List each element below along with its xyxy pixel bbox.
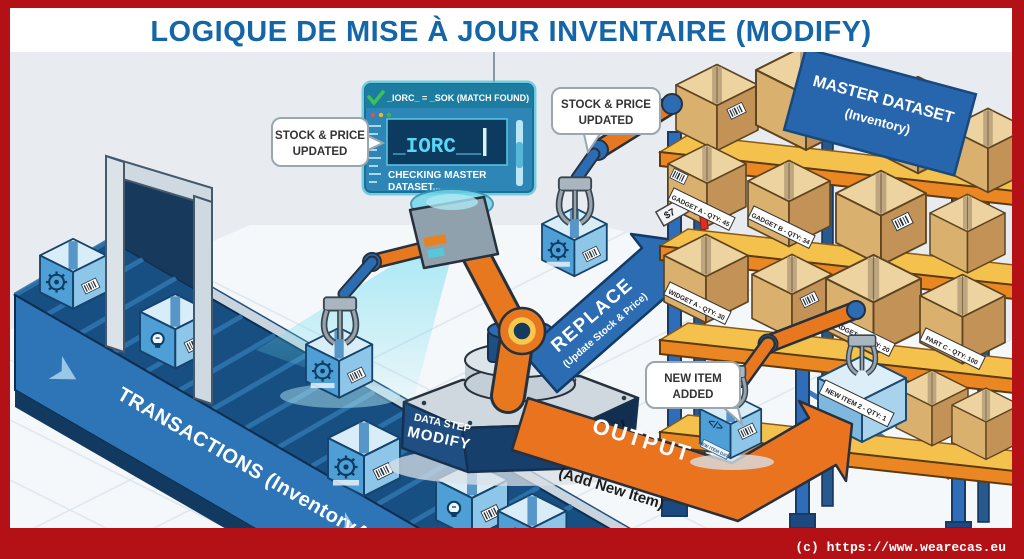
checkmark-icon xyxy=(367,90,385,106)
monitor: _IORC_ = _SOK (MATCH FOUND) _IORC__ CHEC… xyxy=(361,80,537,196)
conveyor-side-panel xyxy=(14,293,421,528)
scene: TRANSACTIONS (InventoryAdd) xyxy=(10,52,1012,528)
bubble-stock-price-left: STOCK & PRICE UPDATED xyxy=(271,117,386,167)
robot-arm xyxy=(256,188,547,414)
bubble-text: NEW ITEM xyxy=(664,373,722,385)
monitor-header xyxy=(365,84,533,108)
page-title: LOGIQUE DE MISE À JOUR INVENTAIRE (MODIF… xyxy=(150,14,871,48)
title-band xyxy=(10,8,1012,52)
transaction-box xyxy=(327,419,401,497)
bottom-right-robot-arm xyxy=(734,300,876,388)
bubble-text: ADDED xyxy=(673,389,714,401)
updated-box xyxy=(541,206,608,278)
scanner-head xyxy=(408,188,500,270)
gear-icon xyxy=(44,270,69,294)
bubble-text: STOCK & PRICE xyxy=(561,99,651,111)
conveyor-bottom-strip xyxy=(15,390,254,528)
scanned-box xyxy=(305,326,374,399)
monitor-caption-line1: CHECKING MASTER xyxy=(388,170,487,181)
monitor-status: _IORC_ = _SOK (MATCH FOUND) xyxy=(386,93,529,103)
window-dot-yellow xyxy=(378,112,384,118)
bubble-text: UPDATED xyxy=(579,115,634,127)
bubble-text: UPDATED xyxy=(293,146,348,158)
bubble-text: STOCK & PRICE xyxy=(275,130,365,142)
code-text: _IORC__ xyxy=(392,136,482,159)
code-panel xyxy=(386,118,508,166)
window-dot-red xyxy=(370,112,376,118)
gear-icon xyxy=(333,454,359,480)
entry-gate xyxy=(105,154,213,406)
bubble-new-item: NEW ITEM ADDED xyxy=(645,361,744,427)
bubble-stock-price-right: STOCK & PRICE UPDATED xyxy=(551,87,661,155)
gear-icon xyxy=(546,238,570,262)
gear-icon xyxy=(310,359,335,383)
copyright-text: (c) https://www.wearecas.eu xyxy=(795,540,1006,555)
text-cursor xyxy=(483,128,487,156)
scrollbar-thumb xyxy=(516,142,523,168)
monitor-caption-line2: DATASET... xyxy=(388,182,441,193)
price-tag-value: $7 xyxy=(662,207,678,222)
new-item-box: </> NEW ITEM DATA xyxy=(690,366,774,470)
master-dataset-banner: MASTER DATASET (Inventory) xyxy=(782,52,978,177)
window-dot-green xyxy=(386,112,392,118)
transaction-boxes xyxy=(39,237,568,528)
